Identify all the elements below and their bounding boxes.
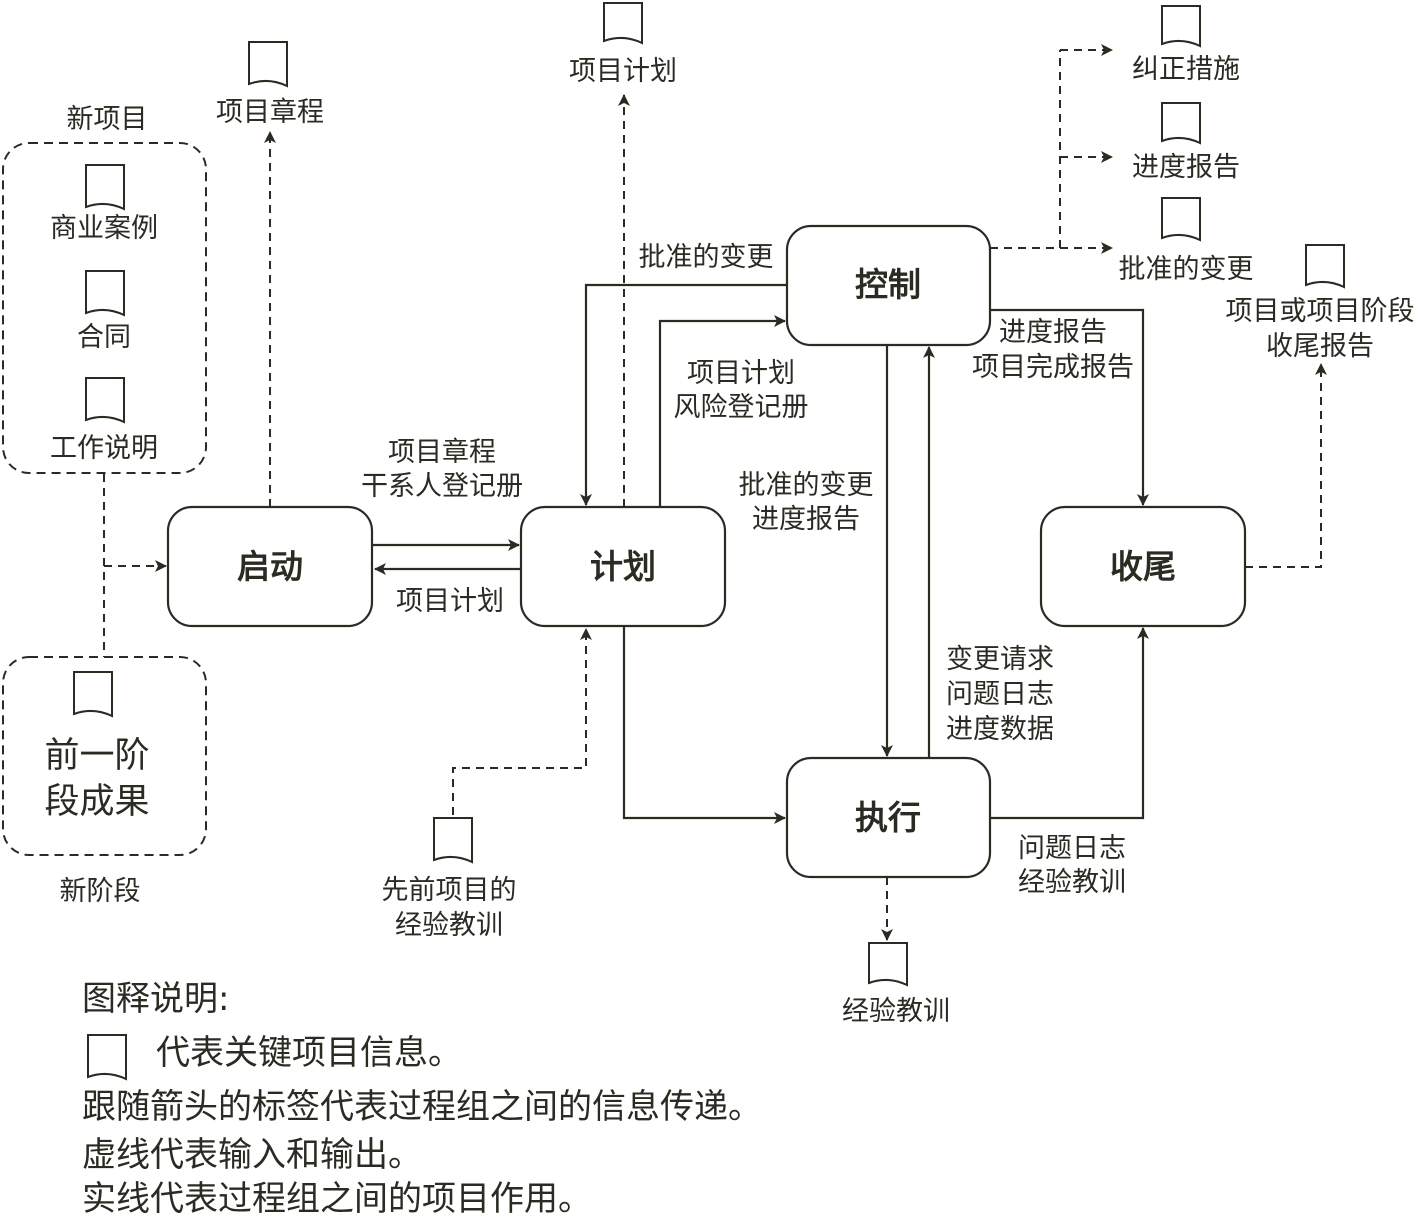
control-to-execute-label-2: 进度报告 [752,504,860,535]
plan-to-control-label-1: 项目计划 [687,358,795,389]
control-to-plan-label: 批准的变更 [639,242,774,273]
business-case-label: 商业案例 [50,213,158,244]
execute-to-close-label-2: 经验教训 [1018,867,1126,898]
new-project-group [2,142,207,474]
executing-label: 执行 [855,798,921,837]
document-icon [248,41,288,88]
charter-doc-label: 项目章程 [216,97,324,128]
new-phase-title: 新阶段 [60,876,141,907]
execute-to-close-arrow [990,627,1149,820]
progress-report-doc-label: 进度报告 [1132,152,1240,183]
previous-phase-line2: 段成果 [44,782,149,822]
document-icon [1161,5,1201,48]
closing-output-arrow [1245,363,1327,568]
control-to-close-label-2: 项目完成报告 [972,352,1134,383]
closure-report-label-1: 项目或项目阶段 [1226,296,1415,327]
init-to-plan-label-1: 项目章程 [388,437,496,468]
document-icon [85,270,125,317]
plan-to-init-label: 项目计划 [396,586,504,617]
control-to-execute-label-1: 批准的变更 [739,470,874,501]
previous-phase-line1: 前一阶 [44,736,149,776]
execute-to-close-label-1: 问题日志 [1018,833,1126,864]
controlling-output-trunk [990,50,1061,249]
document-icon [1161,102,1201,145]
legend-doc-meaning: 代表关键项目信息。 [156,1033,462,1073]
plan-to-control-label-2: 风险登记册 [674,392,809,423]
document-icon [85,164,125,211]
execute-to-control-label-3: 进度数据 [946,714,1054,745]
plan-doc-label: 项目计划 [569,56,677,87]
document-icon [85,377,125,424]
closure-report-label-2: 收尾报告 [1266,331,1374,362]
initiating-label: 启动 [237,547,303,586]
document-icon [603,2,643,45]
init-to-plan-label-2: 干系人登记册 [361,471,523,502]
plan-to-control-arrow [658,315,786,507]
document-icon [1305,244,1345,289]
planning-label: 计划 [590,547,656,586]
legend-title: 图释说明: [82,979,229,1019]
prior-lessons-label-2: 经验教训 [395,910,503,941]
corrective-actions-label: 纠正措施 [1132,54,1240,85]
plan-to-execute-arrow [622,627,786,824]
controlling-label: 控制 [855,265,921,304]
document-icon [433,817,473,864]
legend-line-1: 跟随箭头的标签代表过程组之间的信息传递。 [82,1087,762,1127]
closing-label: 收尾 [1110,547,1176,586]
document-icon [73,671,113,718]
legend-line-3: 实线代表过程组之间的项目作用。 [82,1179,592,1218]
prior-lessons-arrow [452,628,592,815]
legend-document-icon [87,1034,127,1081]
approved-changes-doc-label: 批准的变更 [1119,254,1254,285]
legend-line-2: 虚线代表输入和输出。 [82,1135,422,1175]
prior-lessons-label-1: 先前项目的 [382,875,517,906]
control-to-plan-arrow [580,283,787,506]
control-to-close-label-1: 进度报告 [999,317,1107,348]
lessons-learned-label: 经验教训 [842,996,950,1027]
contract-label: 合同 [77,322,131,353]
control-to-close-arrow [990,308,1149,506]
document-icon [1161,197,1201,242]
document-icon [868,942,908,987]
execute-to-control-label-2: 问题日志 [946,679,1054,710]
execute-to-control-label-1: 变更请求 [946,644,1054,675]
statement-of-work-label: 工作说明 [50,433,158,464]
new-project-title: 新项目 [67,104,148,135]
